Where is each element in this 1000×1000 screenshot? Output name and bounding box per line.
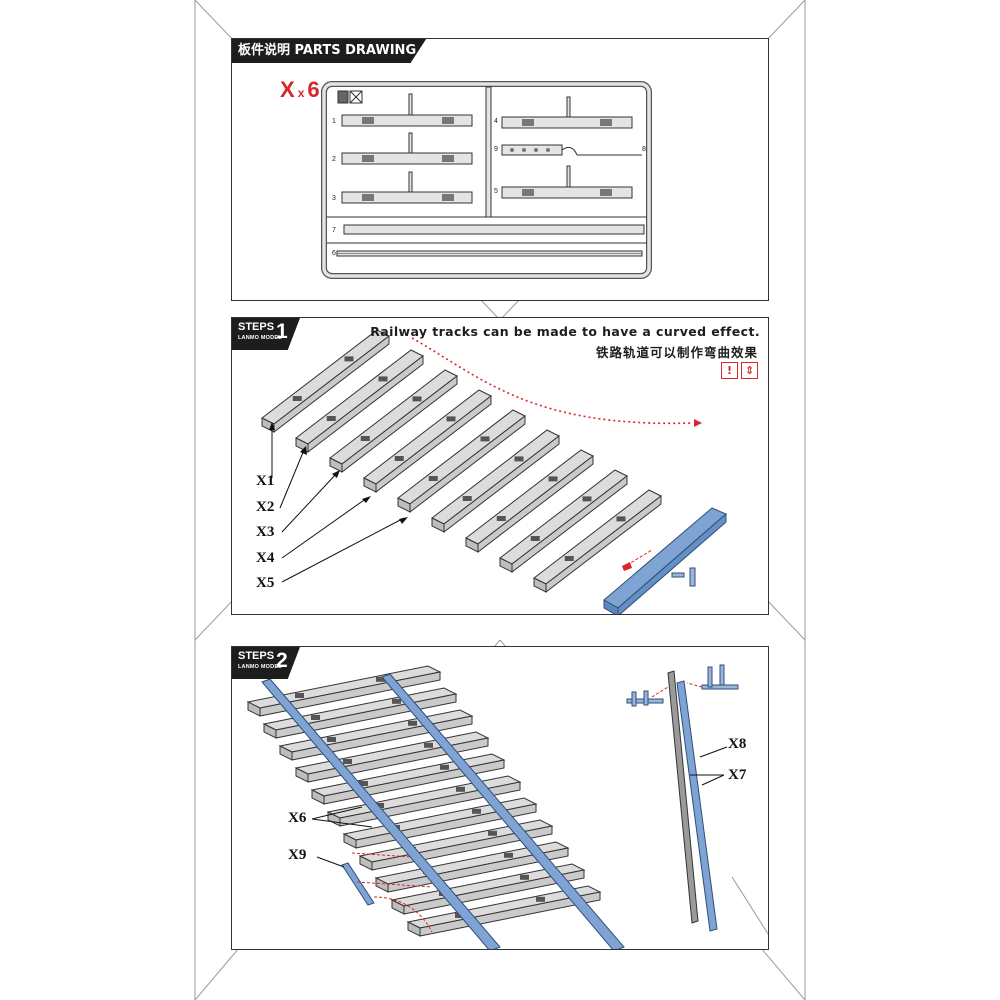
qty-mult: x xyxy=(297,86,305,100)
sprue-num-7: 7 xyxy=(332,227,336,234)
sprue-corner-icon xyxy=(337,90,349,104)
label-x4: X4 xyxy=(256,550,275,566)
step-number: 1 xyxy=(276,320,288,343)
sprue-num-6: 6 xyxy=(332,250,336,257)
sprue-num-4: 4 xyxy=(494,118,498,125)
sprue-num-9: 9 xyxy=(494,146,498,153)
parts-drawing-title: 板件说明 PARTS DRAWING xyxy=(232,39,427,63)
warning-exclamation-icon: ! xyxy=(721,362,738,379)
curve-note-chinese: 铁路轨道可以制作弯曲效果 xyxy=(595,345,758,360)
label-x7: X7 xyxy=(728,767,747,783)
label-x8: X8 xyxy=(728,736,747,752)
step1-illustration xyxy=(261,329,727,614)
sprue-num-3: 3 xyxy=(332,195,336,202)
label-x5: X5 xyxy=(256,575,275,591)
sprue-drawing: 1 2 3 4 5 6 7 8 9 xyxy=(321,81,652,279)
sprue-num-2: 2 xyxy=(332,156,336,163)
steps-word: STEPS xyxy=(238,650,275,662)
qty-x: X xyxy=(280,77,295,102)
label-x1: X1 xyxy=(256,473,275,489)
step-number: 2 xyxy=(276,649,288,672)
curve-arrows-icon: ⇕ xyxy=(741,362,758,379)
step2-illustration xyxy=(246,664,768,949)
step1-tab: STEPS LANMO MODEL 1 xyxy=(232,318,300,350)
step2-tab: STEPS LANMO MODEL 2 xyxy=(232,647,300,679)
brand-label: LANMO MODEL xyxy=(238,664,282,670)
label-x2: X2 xyxy=(256,499,275,515)
warning-icons: !⇕ xyxy=(718,360,758,379)
brand-label: LANMO MODEL xyxy=(238,335,282,341)
sprue-num-1: 1 xyxy=(332,118,336,125)
curve-note-english: Railway tracks can be made to have a cur… xyxy=(370,324,760,339)
sprue-num-8: 8 xyxy=(642,146,646,153)
label-x3: X3 xyxy=(256,524,275,540)
step1-panel: STEPS LANMO MODEL 1 Railway tracks can b… xyxy=(231,317,769,615)
steps-word: STEPS xyxy=(238,321,275,333)
qty-count: 6 xyxy=(307,77,320,102)
step2-panel: STEPS LANMO MODEL 2 xyxy=(231,646,769,950)
label-x6: X6 xyxy=(288,810,307,826)
label-x9: X9 xyxy=(288,847,307,863)
sprue-num-5: 5 xyxy=(494,188,498,195)
